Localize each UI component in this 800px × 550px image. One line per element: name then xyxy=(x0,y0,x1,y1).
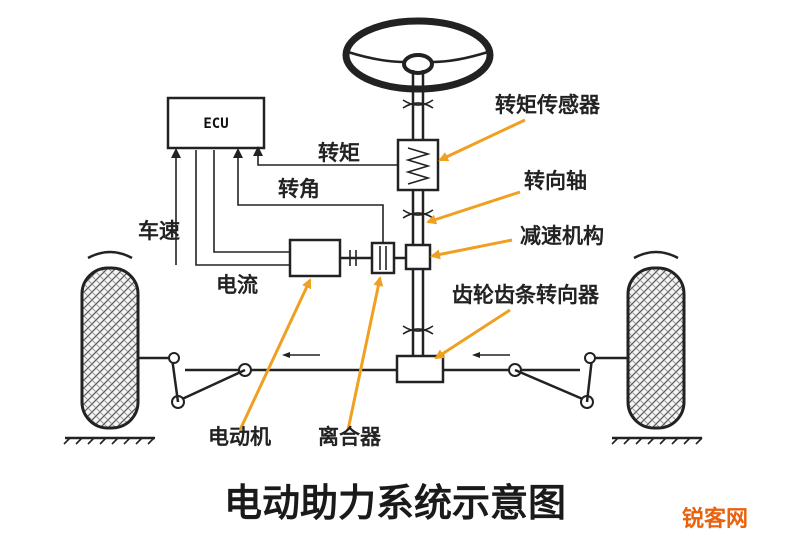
signal-lines xyxy=(171,146,398,266)
reducer-box xyxy=(404,243,432,271)
ecu-label: ECU xyxy=(203,116,228,132)
label-reducer: 减速机构 xyxy=(520,224,604,248)
steering-column xyxy=(402,70,434,370)
diagram-title: 电动助力系统示意图 xyxy=(224,481,566,525)
label-current: 电流 xyxy=(216,273,258,297)
label-steering-shaft: 转向轴 xyxy=(524,169,587,193)
torque-sensor xyxy=(396,138,440,192)
left-wheel xyxy=(63,250,155,445)
watermark-text: 锐客网 xyxy=(682,506,748,532)
ecu-box: ECU xyxy=(166,96,266,150)
tie-rods xyxy=(138,352,628,409)
label-motor: 电动机 xyxy=(208,425,271,449)
clutch xyxy=(370,241,396,275)
label-angle: 转角 xyxy=(278,177,320,201)
callout-arrows xyxy=(238,118,526,431)
label-rack-pinion: 齿轮齿条转向器 xyxy=(452,283,600,307)
label-torque-sensor: 转矩传感器 xyxy=(495,93,601,117)
label-clutch: 离合器 xyxy=(318,425,382,449)
label-torque: 转矩 xyxy=(318,141,360,165)
label-speed: 车速 xyxy=(138,219,180,243)
motor xyxy=(288,238,406,278)
right-wheel xyxy=(611,250,703,445)
steering-wheel xyxy=(342,17,494,93)
